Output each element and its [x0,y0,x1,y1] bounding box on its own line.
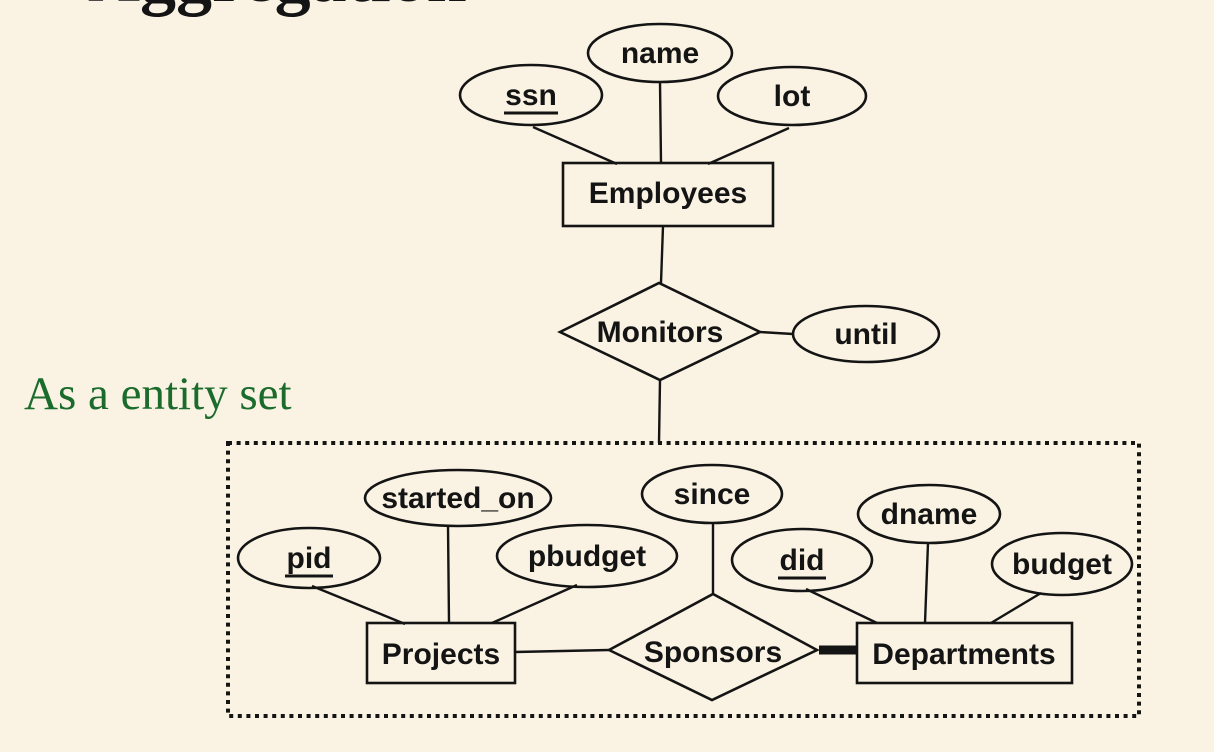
dname-label: dname [881,498,978,531]
edge-ssn-employees [532,125,618,166]
lot-label: lot [774,80,811,113]
sponsors-diamond [606,592,820,702]
name-ellipse [586,22,734,84]
did-ellipse [730,527,874,593]
monitors-diamond [557,281,763,382]
caption-as-entity-set: As a entity set [24,368,292,420]
projects-rect [365,621,517,685]
pbudget-ellipse [495,523,679,589]
departments-rect [855,621,1074,685]
edge-did-departments [805,587,878,625]
lot-ellipse [716,65,868,127]
monitors-label: Monitors [597,316,724,349]
departments-label: Departments [872,638,1055,671]
attribute-pbudget: pbudget [495,523,679,589]
attribute-ssn: ssn [458,63,604,127]
dname-ellipse [856,483,1002,545]
edge-employees-monitors [659,225,665,284]
employees-label: Employees [589,177,747,210]
attribute-name: name [586,22,734,84]
ssn-ellipse [458,63,604,127]
relationship-monitors: Monitors [557,281,763,382]
since-label: since [674,478,751,511]
ssn-label: ssn [505,79,557,112]
attribute-pid: pid [236,526,382,590]
until-ellipse [791,304,941,364]
attribute-started-on: started_on [363,468,553,528]
attribute-dname: dname [856,483,1002,545]
did-label: did [780,544,825,577]
pid-ellipse [236,526,382,590]
sponsors-label: Sponsors [644,636,782,669]
started-on-ellipse [363,468,553,528]
attribute-lot: lot [716,65,868,127]
since-ellipse [640,463,784,525]
entity-departments: Departments [855,621,1074,685]
projects-label: Projects [382,638,500,671]
employees-rect [561,161,775,228]
entity-employees: Employees [561,161,775,228]
name-label: name [621,37,699,70]
attribute-since: since [640,463,784,525]
edge-dname-departments [923,542,930,624]
edge-lot-employees [707,126,790,166]
budget-ellipse [990,531,1134,597]
pid-label: pid [287,542,332,575]
edge-started-on-projects [446,525,451,624]
pbudget-label: pbudget [528,540,646,573]
edge-pid-projects [311,584,406,626]
edge-pbudget-projects [491,583,578,625]
edge-monitors-aggregation-box [657,379,662,444]
attribute-did: did [730,527,874,593]
edge-monitors-until [759,330,794,336]
edge-budget-departments [990,591,1042,625]
until-label: until [834,318,897,351]
relationship-sponsors: Sponsors [606,592,820,702]
attribute-until: until [791,304,941,364]
edge-name-employees [658,81,663,164]
attribute-budget: budget [990,531,1134,597]
budget-label: budget [1012,548,1112,581]
started-on-label: started_on [381,482,534,515]
clipped-slide-title: Aggregation [88,0,467,19]
edge-projects-sponsors [514,648,610,654]
entity-projects: Projects [365,621,517,685]
